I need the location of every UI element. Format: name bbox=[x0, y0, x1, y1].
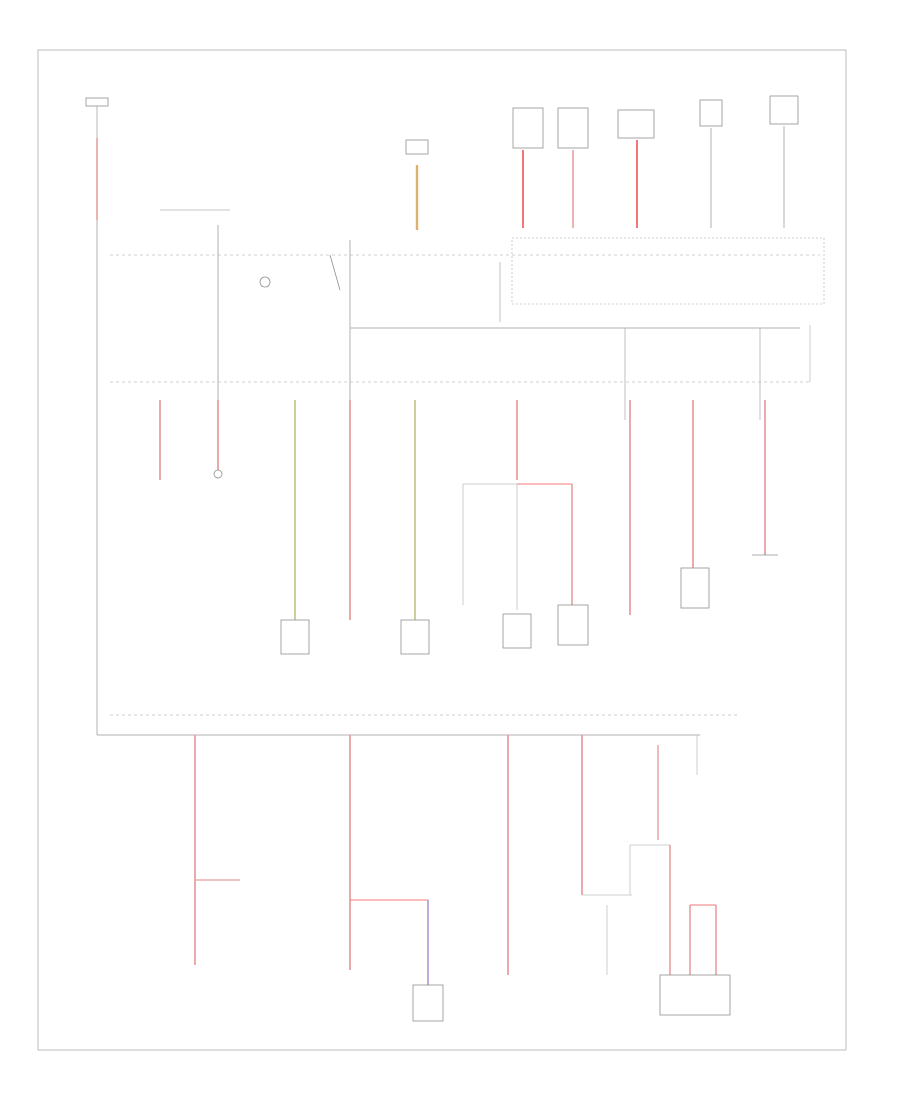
fuse-box-lower bbox=[110, 714, 740, 775]
upper-components bbox=[280, 567, 710, 655]
lower-branches bbox=[194, 735, 731, 1022]
ground-point-icon bbox=[259, 276, 271, 288]
relay-subbox bbox=[511, 237, 825, 305]
relay-switch-icon bbox=[329, 254, 341, 291]
battery-terminal-icon bbox=[85, 97, 109, 107]
battery-feed bbox=[85, 97, 700, 736]
diagram-frame bbox=[37, 49, 847, 1051]
top-connectors bbox=[405, 95, 799, 230]
upper-branches bbox=[159, 400, 778, 620]
